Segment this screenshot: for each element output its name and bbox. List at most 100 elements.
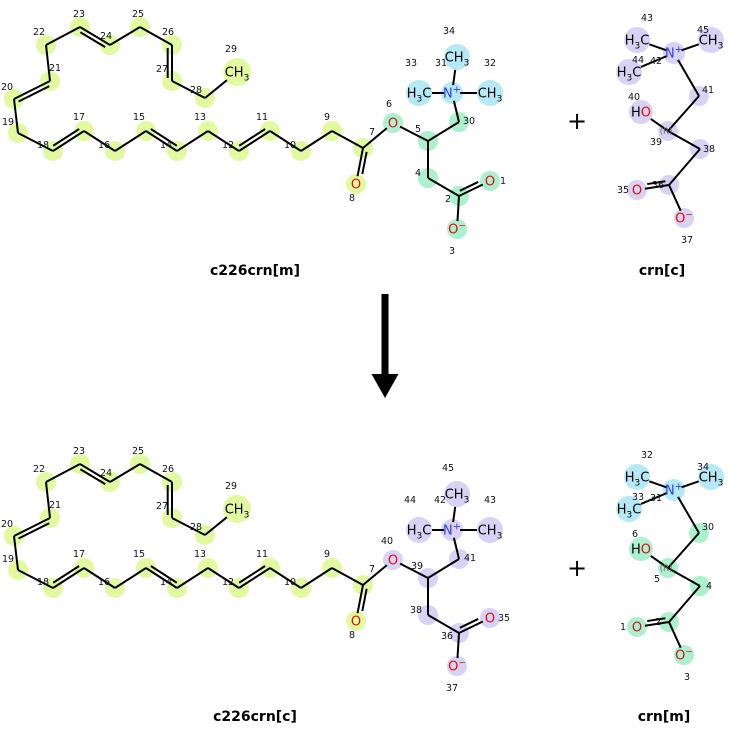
bond (668, 148, 701, 186)
highlight-atom-35 (627, 180, 647, 200)
bond (171, 517, 206, 536)
map-number-16: 16 (98, 577, 110, 588)
map-number-2: 2 (445, 194, 451, 205)
bond (17, 132, 54, 152)
bond (427, 121, 460, 142)
map-number-18: 18 (37, 140, 49, 151)
bond (204, 516, 228, 536)
highlight-atom-44 (616, 59, 642, 85)
bond-double-inner (238, 128, 266, 147)
highlight-atom-45 (444, 481, 470, 507)
bond (300, 567, 333, 589)
highlight-atom-31 (441, 82, 463, 104)
bond (667, 532, 700, 569)
bond-double-inner (79, 31, 106, 49)
map-number-21: 21 (49, 63, 61, 74)
highlight-atom-43 (624, 27, 650, 53)
label-c226crn-m: c226crn[m] (209, 263, 301, 279)
bond (139, 463, 173, 483)
map-number-26: 26 (162, 464, 174, 475)
bond (427, 177, 460, 197)
map-number-19: 19 (2, 554, 14, 565)
highlight-atom-6 (383, 113, 403, 133)
map-number-28: 28 (190, 85, 202, 96)
highlight-atom-33 (616, 496, 642, 522)
map-number-30: 30 (702, 522, 714, 533)
map-number-13: 13 (194, 549, 206, 560)
map-number-13: 13 (194, 112, 206, 123)
map-number-28: 28 (190, 522, 202, 533)
plus-sign-top: + (567, 107, 588, 135)
map-number-33: 33 (632, 492, 644, 503)
map-number-44: 44 (632, 55, 644, 66)
bond (17, 569, 54, 589)
highlight-atom-33 (406, 80, 432, 106)
bond (650, 555, 669, 569)
map-number-15: 15 (133, 549, 145, 560)
highlight-atom-29 (223, 58, 251, 86)
atom-label-45: CH3 (699, 34, 724, 52)
highlight-atom-3 (674, 645, 694, 665)
map-number-42: 42 (434, 495, 446, 506)
bond (681, 480, 700, 489)
highlight-atom-1 (480, 171, 500, 191)
bond (145, 567, 178, 589)
atom-label-29: CH3 (225, 66, 250, 84)
atom-label-43: CH3 (478, 524, 503, 542)
atom-label-37: O− (675, 211, 693, 227)
map-number-24: 24 (100, 31, 112, 42)
bond (456, 195, 460, 222)
map-number-5: 5 (415, 124, 421, 135)
map-number-45: 45 (442, 463, 454, 474)
bond (458, 183, 484, 197)
map-number-18: 18 (37, 577, 49, 588)
reaction-arrow-head (371, 374, 399, 398)
atom-label-3: O− (675, 648, 693, 664)
bond (427, 558, 460, 579)
bond-double-inner (647, 617, 666, 623)
atom-label-6: O (388, 117, 398, 132)
map-number-1: 1 (500, 176, 506, 187)
atom-label-42: N+ (665, 45, 683, 62)
bond (238, 130, 271, 152)
bond (52, 567, 85, 589)
bond (207, 130, 240, 152)
highlight-atom-31 (663, 479, 685, 501)
map-number-4: 4 (415, 168, 421, 179)
bond (399, 562, 429, 579)
map-number-35: 35 (498, 613, 510, 624)
bond (171, 80, 206, 99)
bond-double-inner (238, 565, 266, 584)
map-number-45: 45 (697, 25, 709, 36)
mol-c226crn-m: 7O89101112131415161718192021222324252627… (1, 9, 506, 257)
bond-double-inner (52, 565, 80, 584)
bond (331, 567, 364, 586)
bond (207, 567, 240, 589)
highlight-atom-40 (629, 100, 653, 124)
map-number-12: 12 (222, 140, 234, 151)
map-number-3: 3 (449, 246, 455, 257)
bond (79, 26, 111, 46)
map-number-36: 36 (652, 180, 664, 191)
highlight-atom-40 (383, 550, 403, 570)
map-number-11: 11 (256, 549, 268, 560)
atom-label-42: N+ (443, 522, 461, 539)
bond-double-inner (150, 565, 178, 584)
map-number-7: 7 (369, 564, 375, 575)
bond (300, 130, 333, 152)
map-number-44: 44 (404, 495, 416, 506)
map-number-15: 15 (133, 112, 145, 123)
label-crn-m: crn[m] (637, 709, 691, 725)
highlight-atom-45 (698, 27, 724, 53)
bond (45, 463, 81, 483)
map-number-43: 43 (641, 13, 653, 24)
stereo-label-5: (R) (660, 564, 673, 574)
bond (362, 127, 388, 149)
bond (176, 130, 209, 152)
map-number-10: 10 (284, 140, 296, 151)
stereo-label-39: (R) (660, 127, 673, 137)
map-number-12: 12 (222, 577, 234, 588)
highlight-atom-8 (346, 174, 366, 194)
bond (427, 614, 460, 634)
